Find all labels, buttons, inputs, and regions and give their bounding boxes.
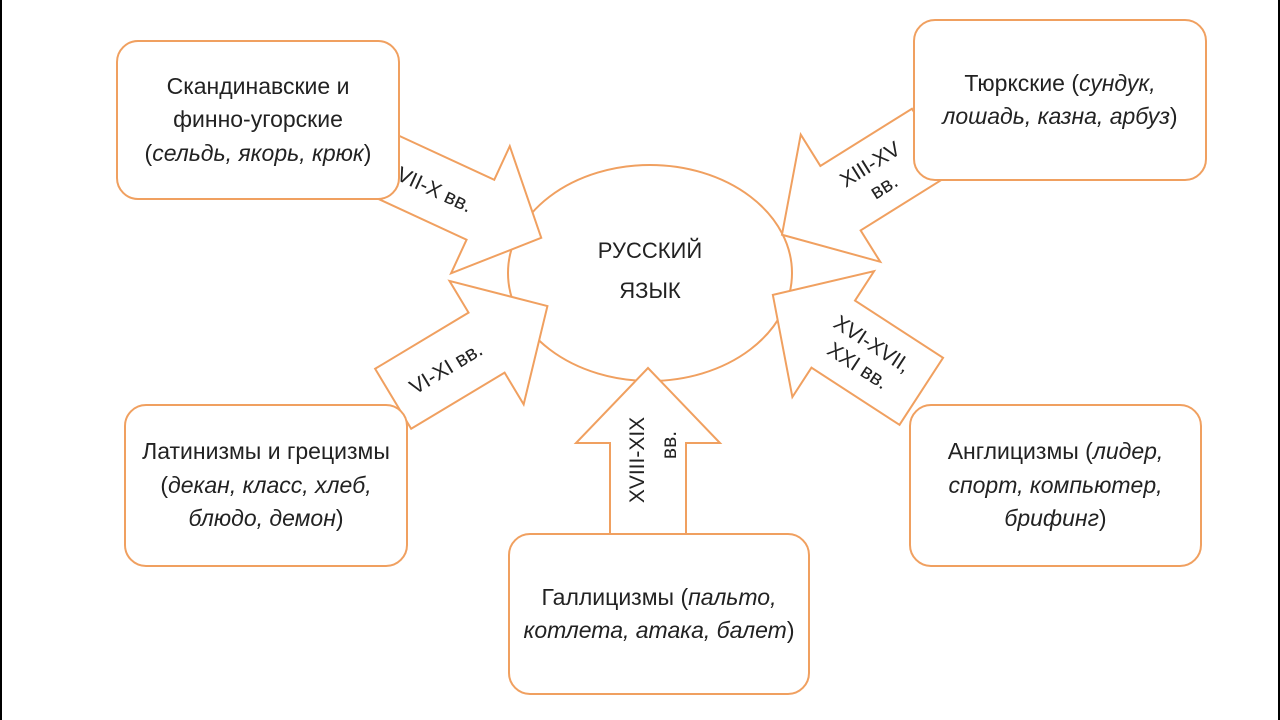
box-gallic: Галлицизмы (пальто, котлета, атака, бале… [508, 533, 810, 695]
box-turkic-examples: сундук, лошадь, казна, арбуз [942, 69, 1170, 129]
center-label-line2: ЯЗЫК [619, 278, 681, 303]
center-ellipse [507, 164, 793, 382]
arrow-gallic-label-line2: вв. [658, 431, 681, 459]
arrow-latin: VI-XI вв. [373, 279, 549, 431]
box-turkic: Тюркские (сундук, лошадь, казна, арбуз) [913, 19, 1207, 181]
box-latin-examples: декан, класс, хлеб, блюдо, демон [168, 471, 372, 532]
arrow-scandinavian: VII-X вв. [362, 131, 543, 276]
box-gallic-examples: пальто, котлета, атака, балет [523, 583, 787, 643]
box-gallic-text: Галлицизмы [541, 583, 675, 610]
arrow-gallic: XVIII-XIX вв. [573, 366, 723, 536]
box-scandinavian-text: Скандинавские и финно-угорские [166, 72, 350, 133]
arrow-english: XVI-XVII, XXI вв. [771, 269, 945, 427]
box-english-text: Англицизмы [947, 438, 1079, 465]
box-turkic-text: Тюркские [964, 69, 1065, 96]
arrow-gallic-label-line1: XVIII-XIX [626, 417, 649, 503]
center-label-line1: РУССКИЙ [598, 238, 702, 263]
box-english-examples: лидер, спорт, компьютер, брифинг [948, 438, 1164, 532]
box-scandinavian: Скандинавские и финно-угорские (сельдь, … [116, 40, 400, 200]
box-latin: Латинизмы и грецизмы (декан, класс, хлеб… [124, 404, 408, 567]
box-scandinavian-examples: сельдь, якорь, крюк [152, 139, 364, 166]
box-english: Англицизмы (лидер, спорт, компьютер, бри… [909, 404, 1202, 567]
arrow-turkic: XIII-XV вв. [780, 107, 954, 264]
box-latin-text: Латинизмы и грецизмы [142, 438, 390, 465]
